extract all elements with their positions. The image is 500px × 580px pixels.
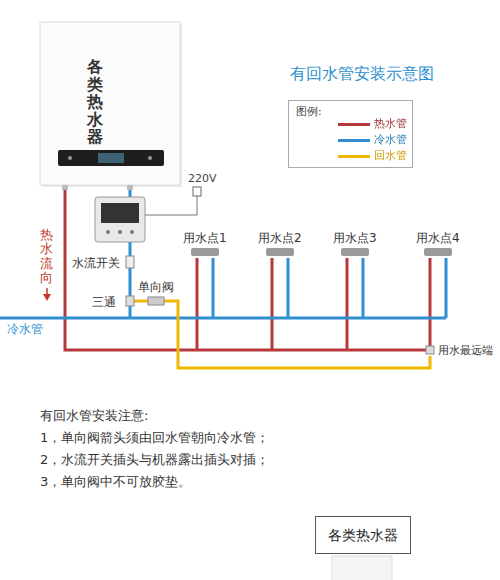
controller-screen	[101, 203, 139, 223]
legend-text: 热水管	[374, 117, 407, 130]
note-text: 3，单向阀中不可放胶垫。	[40, 474, 191, 490]
heater-body	[40, 22, 180, 185]
heater-display	[98, 153, 124, 163]
heater-panel	[58, 150, 164, 166]
part-label: 220V	[188, 172, 217, 185]
legend-swatch	[338, 155, 370, 158]
check-valve	[148, 297, 164, 305]
water-heater-box: 各类热水器	[315, 516, 411, 554]
water-heater: 各类热水器	[40, 22, 180, 185]
power-plug	[193, 187, 201, 196]
pump-controller	[95, 197, 145, 242]
part-label: 水流开关	[72, 256, 120, 270]
cold-pipe	[0, 317, 446, 320]
hot-pipe	[65, 190, 430, 350]
node-text: 各类热水器	[87, 58, 103, 146]
tap-fixture	[191, 248, 219, 256]
heater-fitting	[62, 185, 68, 190]
note-text: 1，单向阀箭头须由回水管朝向冷水管；	[40, 430, 269, 446]
heater-button	[148, 156, 152, 160]
part-label: 热水流向	[40, 228, 53, 285]
heater-fitting	[127, 185, 133, 190]
part-label: 用水点1	[183, 231, 227, 245]
return-pipe	[132, 301, 430, 368]
hot-pipe	[271, 258, 274, 350]
power-wire	[145, 196, 197, 215]
controller-button	[118, 230, 122, 234]
hot-pipe	[196, 258, 199, 350]
node-text: 各类热水器	[328, 527, 398, 544]
tap-fixture	[266, 248, 294, 256]
tap-fixture	[341, 248, 369, 256]
cold-pipe	[445, 258, 448, 318]
node-text: 图例:	[296, 105, 322, 118]
part-label: 用水点2	[258, 231, 302, 245]
part-label: 冷水管	[6, 322, 44, 336]
note-text: 2，水流开关插头与机器露出插头对插；	[40, 452, 269, 468]
legend-swatch	[338, 123, 370, 126]
hot-pipe	[429, 258, 432, 350]
part-label: 三通	[92, 295, 116, 309]
heater-button	[68, 156, 72, 160]
controller-button	[106, 230, 110, 234]
part-label: 用水点3	[333, 231, 377, 245]
diagram-title: 有回水管安装示意图	[290, 64, 434, 83]
flow-switch	[126, 256, 134, 268]
part-label: 用水最远端	[438, 344, 493, 357]
part-label: 单向阀	[138, 280, 174, 294]
heater-body-partial	[332, 556, 392, 580]
controller-button	[130, 230, 134, 234]
cold-pipe	[212, 258, 215, 318]
hot-pipe	[346, 258, 349, 350]
far-end-fitting	[426, 346, 434, 354]
legend-text: 回水管	[374, 149, 407, 162]
flow-arrowhead	[43, 294, 51, 301]
legend-text: 冷水管	[374, 133, 407, 146]
part-label: 用水点4	[416, 231, 460, 245]
cold-pipe	[287, 258, 290, 318]
note-text: 有回水管安装注意:	[40, 408, 148, 424]
cold-pipe	[362, 258, 365, 318]
legend-swatch	[338, 139, 370, 142]
tee-fitting	[126, 296, 134, 306]
tap-fixture	[424, 248, 452, 256]
